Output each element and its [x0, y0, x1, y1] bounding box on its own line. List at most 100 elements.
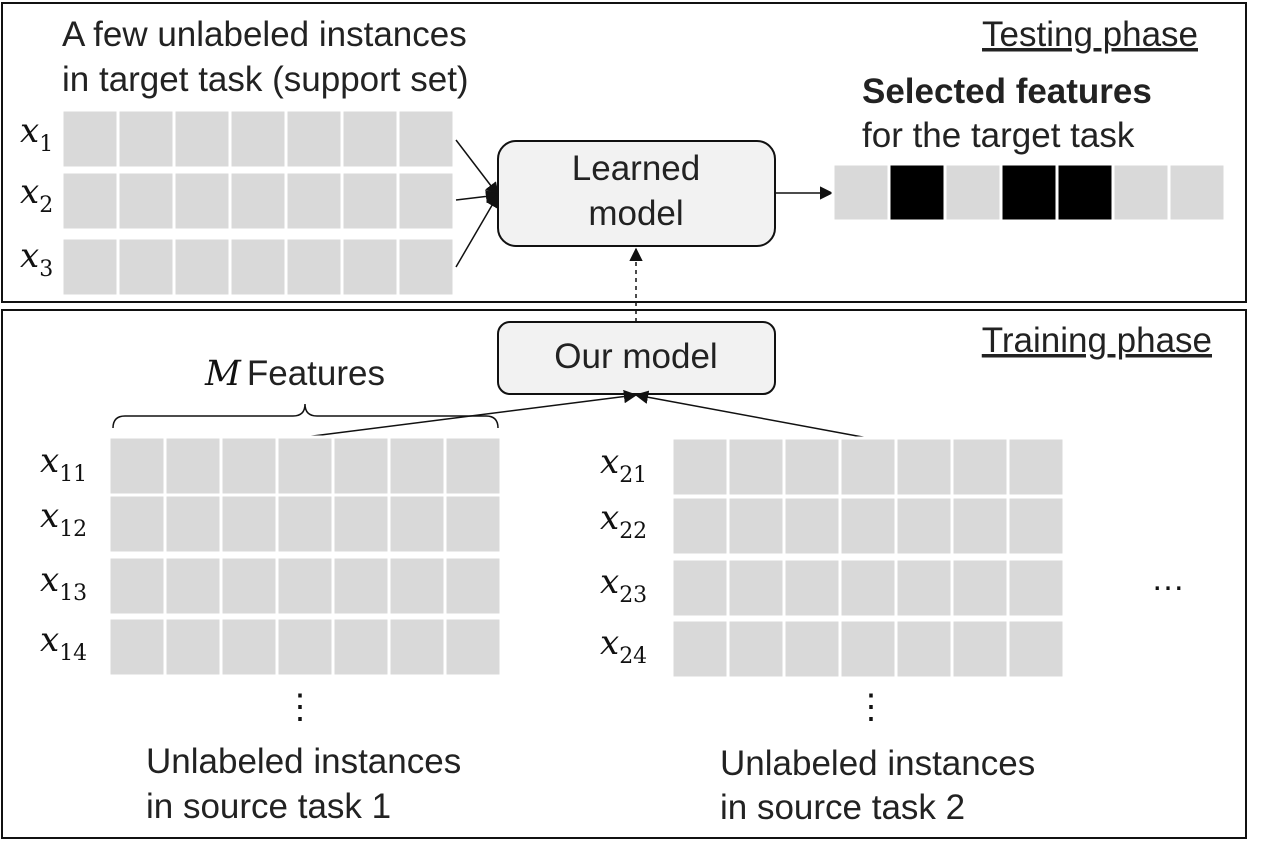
- selected-features-vector: [831, 162, 1227, 223]
- support-cell-r1-c7: [396, 108, 456, 170]
- task1-cell-r4-c4: [275, 616, 335, 678]
- task1-cell-r2-c2: [163, 493, 223, 555]
- selected-cell-r1-c4: [999, 162, 1059, 223]
- task1-cell-r3-c4: [275, 555, 335, 617]
- source-task1-matrix: [107, 435, 503, 678]
- our-model-label: Our model: [554, 337, 717, 376]
- training-phase-label: Training phase: [982, 321, 1212, 360]
- task2-cell-r3-c2: [726, 557, 786, 619]
- support-cell-r3-c6: [340, 236, 400, 298]
- selected-cell-r1-c1: [831, 162, 891, 223]
- task2-cell-r1-c2: [726, 436, 786, 498]
- task1-row-label-4: x14: [40, 620, 87, 666]
- task1-cell-r1-c7: [443, 435, 503, 497]
- task2-cell-r1-c3: [782, 436, 842, 498]
- task2-cell-r4-c1: [670, 618, 730, 680]
- task2-cell-r3-c5: [894, 557, 954, 619]
- task2-cell-r2-c2: [726, 495, 786, 557]
- task1-cell-r2-c4: [275, 493, 335, 555]
- task2-row-label-4: x24: [600, 623, 647, 669]
- support-cell-r2-c6: [340, 170, 400, 232]
- task2-cell-r4-c4: [838, 618, 898, 680]
- support-row1-arrow: [455, 139, 499, 197]
- task1-cell-r1-c1: [107, 435, 167, 497]
- task2-cell-r3-c7: [1006, 557, 1066, 619]
- support-cell-r2-c7: [396, 170, 456, 232]
- support-cell-r2-c1: [60, 170, 120, 232]
- support-cell-r1-c6: [340, 108, 400, 170]
- support-cell-r2-c3: [172, 170, 232, 232]
- task1-caption-line2: in source task 1: [146, 787, 391, 826]
- task2-cell-r2-c5: [894, 495, 954, 557]
- task2-cell-r2-c4: [838, 495, 898, 557]
- task2-caption-line2: in source task 2: [720, 788, 965, 827]
- support-cell-r1-c3: [172, 108, 232, 170]
- task2-vertical-ellipsis: ⋮: [854, 688, 888, 726]
- task1-cell-r3-c2: [163, 555, 223, 617]
- support-cell-r1-c4: [228, 108, 288, 170]
- task1-cell-r4-c6: [387, 616, 447, 678]
- task2-row-label-3: x23: [600, 562, 647, 608]
- task1-cell-r4-c1: [107, 616, 167, 678]
- task1-cell-r4-c2: [163, 616, 223, 678]
- support-cell-r3-c4: [228, 236, 288, 298]
- task1-cell-r1-c3: [219, 435, 279, 497]
- task2-cell-r3-c4: [838, 557, 898, 619]
- selected-cell-r1-c5: [1055, 162, 1115, 223]
- support-cell-r2-c2: [116, 170, 176, 232]
- support-cell-r3-c3: [172, 236, 232, 298]
- task1-cell-r2-c3: [219, 493, 279, 555]
- task1-row-label-2: x12: [40, 496, 87, 542]
- learned-model-label-line1: Learned: [572, 149, 700, 188]
- task1-cell-r3-c5: [331, 555, 391, 617]
- support-set-matrix: [60, 108, 456, 298]
- task1-cell-r3-c6: [387, 555, 447, 617]
- support-cell-r3-c1: [60, 236, 120, 298]
- task2-cell-r2-c7: [1006, 495, 1066, 557]
- task2-to-model-arrow: [634, 390, 869, 439]
- task2-cell-r1-c7: [1006, 436, 1066, 498]
- task2-cell-r4-c2: [726, 618, 786, 680]
- task2-cell-r3-c1: [670, 557, 730, 619]
- task1-cell-r3-c3: [219, 555, 279, 617]
- task1-cell-r1-c2: [163, 435, 223, 497]
- task2-cell-r2-c3: [782, 495, 842, 557]
- task2-cell-r2-c6: [950, 495, 1010, 557]
- task2-cell-r4-c7: [1006, 618, 1066, 680]
- task2-caption-line1: Unlabeled instances: [720, 744, 1035, 783]
- task1-cell-r2-c1: [107, 493, 167, 555]
- task1-cell-r2-c5: [331, 493, 391, 555]
- support-cell-r1-c5: [284, 108, 344, 170]
- task2-cell-r4-c6: [950, 618, 1010, 680]
- selected-cell-r1-c3: [943, 162, 1003, 223]
- learned-model-label-line2: model: [588, 194, 683, 233]
- task1-cell-r1-c5: [331, 435, 391, 497]
- task1-cell-r1-c4: [275, 435, 335, 497]
- task2-cell-r1-c1: [670, 436, 730, 498]
- task1-row-label-1: x11: [40, 441, 87, 487]
- task2-cell-r4-c3: [782, 618, 842, 680]
- task1-cell-r2-c6: [387, 493, 447, 555]
- task1-cell-r4-c7: [443, 616, 503, 678]
- selected-features-subtitle: for the target task: [862, 116, 1135, 155]
- selected-cell-r1-c6: [1111, 162, 1171, 223]
- support-caption-line2: in target task (support set): [62, 60, 469, 99]
- task1-cell-r4-c3: [219, 616, 279, 678]
- task2-cell-r1-c4: [838, 436, 898, 498]
- support-cell-r3-c5: [284, 236, 344, 298]
- task1-cell-r3-c7: [443, 555, 503, 617]
- task1-cell-r2-c7: [443, 493, 503, 555]
- task2-cell-r3-c6: [950, 557, 1010, 619]
- task2-cell-r4-c5: [894, 618, 954, 680]
- selected-features-title: Selected features: [862, 72, 1152, 111]
- task2-cell-r1-c5: [894, 436, 954, 498]
- source-task2-matrix: [670, 436, 1066, 680]
- features-brace: [112, 403, 499, 429]
- task1-vertical-ellipsis: ⋮: [283, 688, 317, 726]
- support-cell-r1-c2: [116, 108, 176, 170]
- task2-cell-r1-c6: [950, 436, 1010, 498]
- support-caption-line1: A few unlabeled instances: [62, 15, 467, 54]
- support-row-label-1: x1: [20, 111, 53, 157]
